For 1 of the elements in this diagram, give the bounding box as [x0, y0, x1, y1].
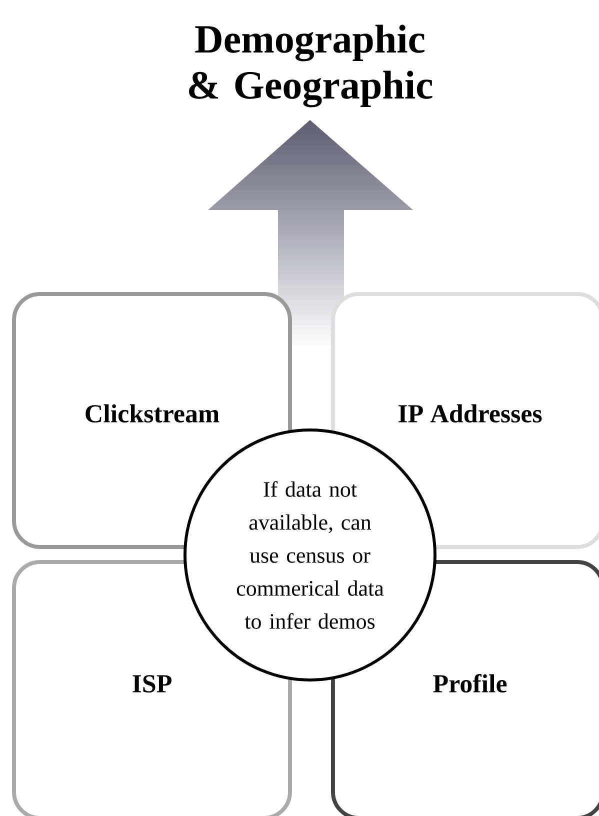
title: Demographic & Geographic [189, 24, 432, 108]
